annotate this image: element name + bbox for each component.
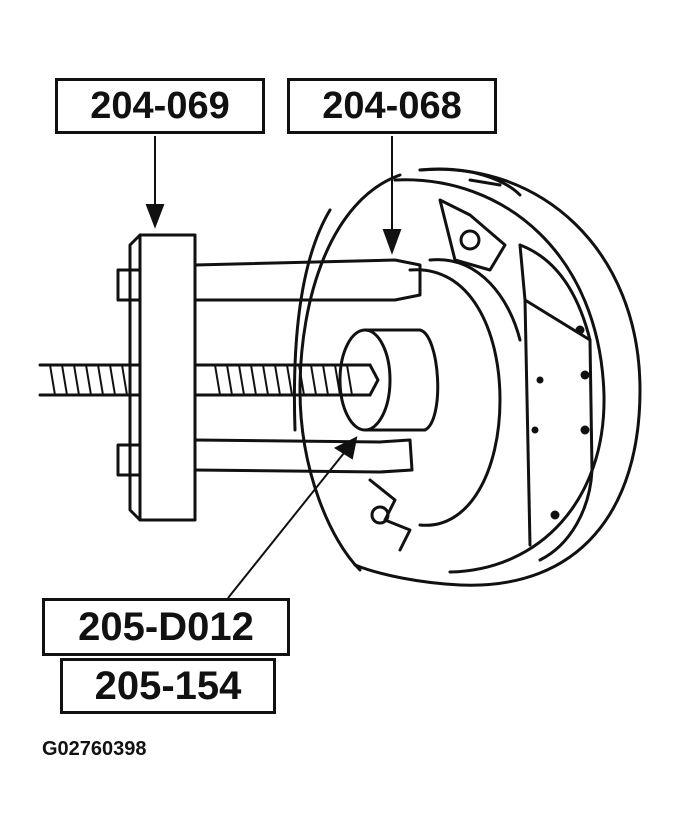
puller-plate [138,233,197,522]
callout-205-d012-text: 205-D012 [78,604,254,649]
hub-flange [408,268,502,527]
figure-code: G02760398 [42,738,147,760]
puller-leg-upper [193,258,422,302]
backing-plate [298,173,402,572]
callout-204-068: 204-068 [287,78,497,134]
callout-204-069-text: 204-069 [90,84,230,127]
leader-205-d012 [227,447,349,599]
callout-205-d012: 205-D012 [42,598,290,656]
callout-205-154-text: 205-154 [94,663,242,708]
callout-204-069: 204-069 [55,78,265,134]
bearing-cup [338,328,392,432]
callout-205-154: 205-154 [60,658,276,714]
callout-204-068-text: 204-068 [322,84,462,127]
brake-drum [353,167,642,587]
